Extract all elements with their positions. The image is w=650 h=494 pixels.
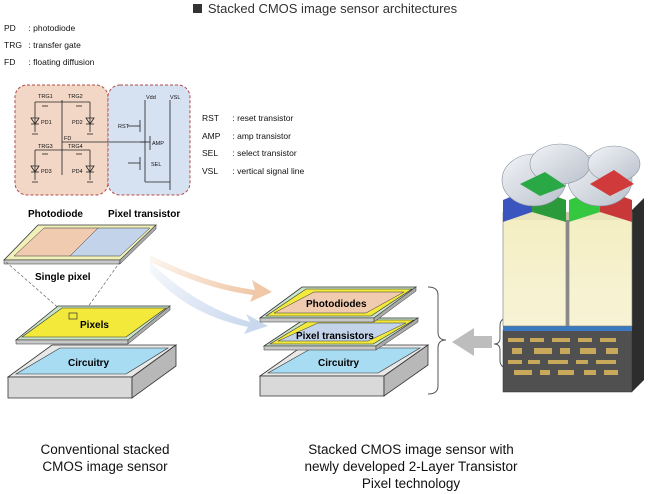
vsl-label: VSL: [170, 95, 180, 101]
legend-desc: reset transistor: [237, 113, 294, 123]
circuit-pattern: [508, 338, 618, 375]
pixels-label: Pixels: [80, 320, 109, 331]
single-pixel-tile: [3, 224, 157, 265]
photodiode-label: Photodiode: [28, 209, 83, 220]
legend-sep: :: [28, 23, 31, 33]
legend-item-trg: TRG : transfer gate: [4, 37, 94, 54]
stack-bracket: [427, 286, 447, 395]
legend-key: TRG: [4, 40, 22, 50]
legend-key: VSL: [202, 165, 219, 176]
conventional-stack: [6, 305, 178, 399]
figure-title: Stacked CMOS image sensor architectures: [0, 1, 650, 16]
rst-label: RST: [118, 124, 130, 130]
photodiodes-label: Photodiodes: [306, 299, 367, 310]
pixel-transistors-label: Pixel transistors: [296, 331, 374, 342]
gray-arrow: [452, 328, 492, 356]
trg1-label: TRG1: [38, 94, 53, 100]
legend-desc: photodiode: [33, 23, 76, 33]
caption-right: Stacked CMOS image sensor with newly dev…: [286, 441, 536, 492]
circuitry-label-right: Circuitry: [318, 358, 360, 369]
legend-sep: :: [232, 148, 235, 158]
pd2-label: PD2: [72, 120, 83, 126]
legend-desc: transfer gate: [33, 40, 81, 50]
pixel-transistors-layer: [277, 322, 407, 342]
legend-sep: :: [28, 57, 31, 67]
legend-item-amp: AMP : amp transistor: [202, 128, 304, 146]
pixel-transistor-label: Pixel transistor: [108, 209, 180, 220]
legend-desc: amp transistor: [237, 130, 291, 141]
pd3-label: PD3: [41, 169, 52, 175]
legend-item-pd: PD : photodiode: [4, 20, 94, 37]
legend-sep: :: [28, 40, 31, 50]
amp-label: AMP: [152, 141, 164, 147]
legend-item-sel: SEL : select transistor: [202, 145, 304, 163]
legend-item-vsl: VSL : vertical signal line: [202, 163, 304, 181]
caption-line: Conventional stacked: [40, 442, 170, 457]
legend-sep: :: [232, 165, 235, 176]
legend-left: PD : photodiode TRG : transfer gate FD :…: [4, 20, 94, 71]
sensor-3d-rendering: [501, 143, 644, 393]
legend-sep: :: [232, 113, 235, 123]
pd4-label: PD4: [72, 169, 83, 175]
trg2-label: TRG2: [68, 94, 83, 100]
legend-desc: floating diffusion: [33, 57, 95, 67]
arrow-blue: [150, 262, 268, 334]
legend-key: RST: [202, 113, 219, 123]
pd1-label: PD1: [41, 120, 52, 126]
fd-label: FD: [64, 136, 71, 142]
arrow-orange: [150, 255, 272, 302]
single-pixel-transistor: [69, 227, 151, 257]
legend-key: PD: [4, 23, 16, 33]
caption-line: Pixel technology: [361, 476, 461, 491]
sel-label: SEL: [151, 162, 161, 168]
caption-line: newly developed 2-Layer Transistor: [304, 459, 518, 474]
legend-desc: vertical signal line: [237, 165, 305, 176]
single-pixel-label: Single pixel: [35, 272, 91, 283]
circuitry-layer-left: [14, 347, 170, 375]
caption-line: CMOS image sensor: [42, 459, 168, 474]
circuit-wiring: [30, 100, 171, 190]
legend-key: FD: [4, 57, 16, 67]
title-text: Stacked CMOS image sensor architectures: [207, 1, 458, 16]
legend-item-rst: RST : reset transistor: [202, 110, 304, 128]
title-bullet-icon: [192, 4, 202, 13]
sensor-bracket: [493, 317, 509, 369]
photodiode-region: [14, 84, 109, 196]
vdd-label: Vdd: [146, 95, 156, 101]
trg3-label: TRG3: [38, 144, 53, 150]
two-layer-stack: [258, 286, 430, 397]
legend-right: RST : reset transistor AMP : amp transis…: [202, 110, 304, 180]
pixels-layer-left: [21, 307, 167, 338]
caption-left: Conventional stacked CMOS image sensor: [20, 441, 190, 475]
legend-key: SEL: [202, 148, 219, 158]
trg4-label: TRG4: [68, 144, 83, 150]
legend-item-fd: FD : floating diffusion: [4, 54, 94, 71]
pixel-transistor-region: [107, 84, 191, 196]
legend-desc: select transistor: [237, 148, 297, 158]
circuitry-layer-right: [266, 347, 422, 374]
photodiodes-layer: [273, 291, 405, 314]
circuitry-label-left: Circuitry: [68, 358, 110, 369]
circuit-schematic: TRG1 TRG2 TRG3 TRG4 PD1 PD2 PD3 PD4 FD V…: [14, 84, 191, 196]
legend-key: AMP: [202, 130, 221, 141]
legend-sep: :: [232, 130, 235, 141]
pixel-marker: [68, 312, 78, 320]
caption-line: Stacked CMOS image sensor with: [308, 442, 514, 457]
